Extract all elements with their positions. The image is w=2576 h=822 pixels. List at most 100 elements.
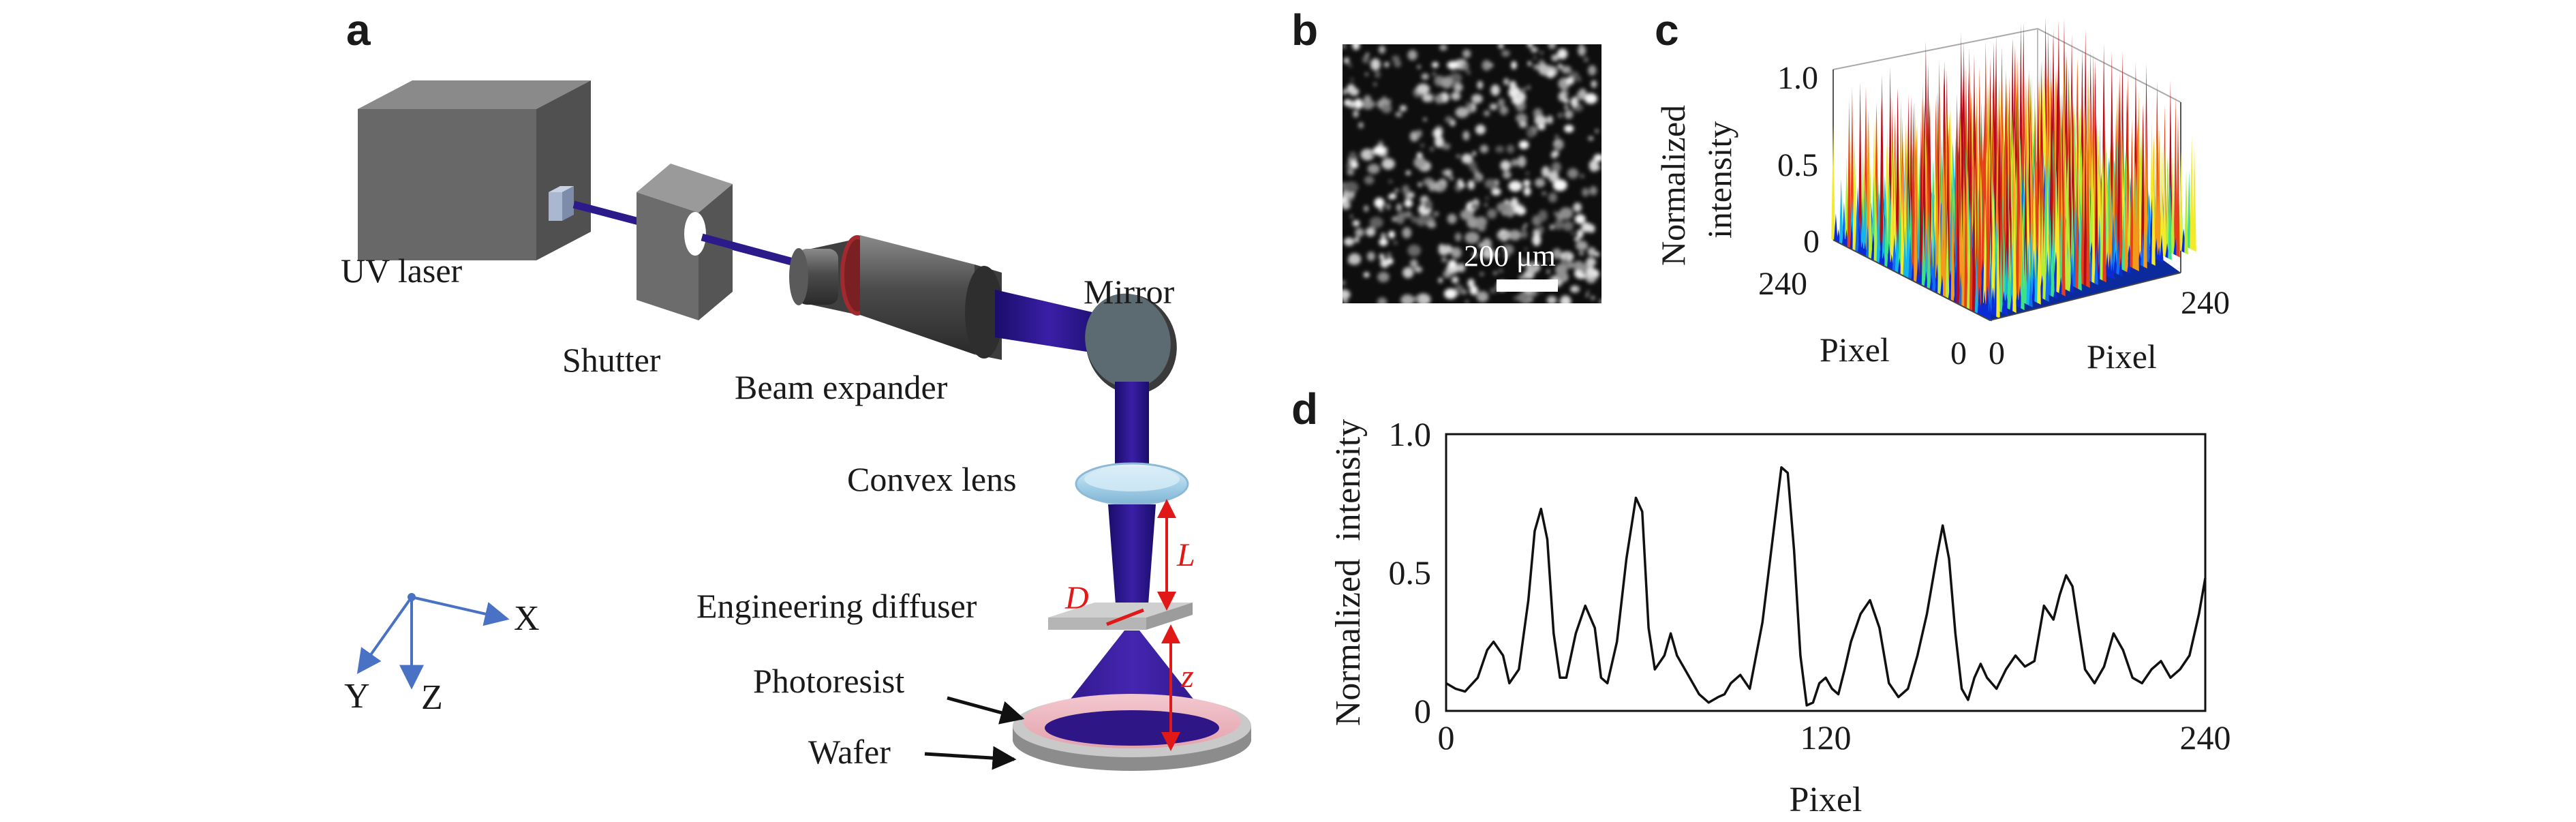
speckle: [1439, 44, 1447, 51]
speckle: [1501, 110, 1507, 116]
speckle: [1586, 294, 1589, 297]
surface-peak: [2021, 55, 2025, 199]
surface-peak: [1940, 170, 1944, 290]
series-line: [1445, 466, 2207, 707]
speckle: [1414, 266, 1423, 273]
speckle: [1421, 73, 1429, 80]
speckle: [1574, 214, 1586, 224]
speckle: [1509, 230, 1522, 241]
speckle: [1351, 78, 1353, 82]
speckle: [1343, 299, 1348, 303]
surface-peak: [2004, 296, 2008, 316]
y-tick-label: 0.5: [1389, 553, 1432, 592]
panel-label-b: b: [1291, 5, 1318, 55]
speckle: [1484, 179, 1497, 189]
speckle: [1593, 154, 1601, 162]
scale-bar: [1497, 279, 1558, 292]
speckle: [1402, 267, 1414, 279]
surface-peak: [1858, 82, 1862, 241]
c-zlabel-line2: intensity: [1700, 121, 1738, 239]
speckle: [1467, 70, 1471, 75]
speckle: [1573, 260, 1584, 271]
speckle: [1343, 57, 1350, 64]
surface-peak: [1929, 236, 1934, 285]
speckle: [1554, 134, 1559, 139]
speckle: [1368, 101, 1376, 108]
shutter: [637, 164, 733, 320]
speckle: [1438, 245, 1450, 256]
speckle: [1589, 186, 1597, 196]
speckle: [1570, 97, 1578, 107]
speckle: [1557, 48, 1568, 59]
speckle: [1586, 257, 1597, 267]
speckle: [1559, 274, 1564, 278]
speckle: [1595, 129, 1599, 134]
surface-peak: [1999, 237, 2003, 314]
speckle: [1576, 229, 1584, 239]
speckle: [1378, 45, 1386, 54]
speckle: [1564, 125, 1574, 133]
photoresist-pointer: [947, 696, 1025, 725]
speckle: [1416, 83, 1430, 95]
speckle: [1503, 244, 1514, 255]
wafer: [1013, 694, 1251, 771]
surface-peak: [1842, 202, 1846, 240]
beam-vertical-upper: [1115, 382, 1149, 477]
surface-peak: [1983, 198, 1987, 305]
speckle: [1576, 241, 1589, 251]
speckle: [1501, 50, 1510, 57]
speckle: [1497, 229, 1512, 241]
speckle: [1462, 49, 1471, 59]
surface-peak: [1977, 286, 1982, 316]
x-tick-label: 240: [2180, 718, 2231, 757]
surface-peak: [2168, 176, 2172, 260]
speckle: [1501, 229, 1505, 234]
label-photoresist: Photoresist: [753, 662, 904, 700]
surface-peak: [2171, 155, 2175, 255]
speckle: [1498, 269, 1503, 273]
speckle: [1518, 140, 1529, 149]
speckle: [1557, 63, 1563, 70]
speckle: [1477, 224, 1486, 232]
speckle: [1538, 63, 1549, 76]
speckle: [1360, 149, 1375, 161]
speckle: [1460, 209, 1474, 221]
speckle: [1535, 178, 1546, 187]
surface-peak: [1860, 197, 1865, 249]
surface-peak: [2138, 250, 2142, 266]
speckle: [1583, 57, 1589, 63]
speckle: [1447, 260, 1457, 269]
surface-peak: [1993, 74, 1997, 234]
speckle: [1348, 63, 1353, 67]
beam-to-mirror: [995, 290, 1104, 354]
speckle: [1347, 169, 1355, 176]
speckle: [1516, 113, 1528, 123]
surface-peak: [1950, 170, 1955, 303]
speckle: [1554, 219, 1563, 230]
surface-peak: [2015, 149, 2020, 301]
surface-peak: [1956, 141, 1960, 305]
surface-peak: [2086, 137, 2090, 288]
surface-peak: [2042, 209, 2046, 301]
speckle: [1343, 237, 1355, 246]
speckle: [1533, 64, 1540, 70]
speckle: [1578, 88, 1587, 100]
label-engineering-diffuser: Engineering diffuser: [696, 587, 977, 625]
speckle: [1534, 115, 1547, 126]
speckle: [1497, 98, 1505, 107]
speckle: [1370, 153, 1375, 157]
speckle: [1571, 232, 1574, 235]
speckle: [1565, 77, 1575, 85]
speckle: [1416, 152, 1423, 158]
speckle: [1548, 170, 1559, 183]
speckle: [1343, 44, 1347, 50]
surface-peak: [2116, 237, 2120, 276]
surface-peak: [1858, 224, 1862, 255]
surface-peak: [1921, 204, 1926, 288]
surface-peak: [2108, 148, 2113, 272]
speckle: [1374, 198, 1385, 209]
speckle: [1349, 87, 1360, 96]
surface-peak: [2108, 252, 2112, 279]
c-left-tick-0: 0: [1950, 335, 1967, 371]
speckle: [1548, 192, 1557, 203]
